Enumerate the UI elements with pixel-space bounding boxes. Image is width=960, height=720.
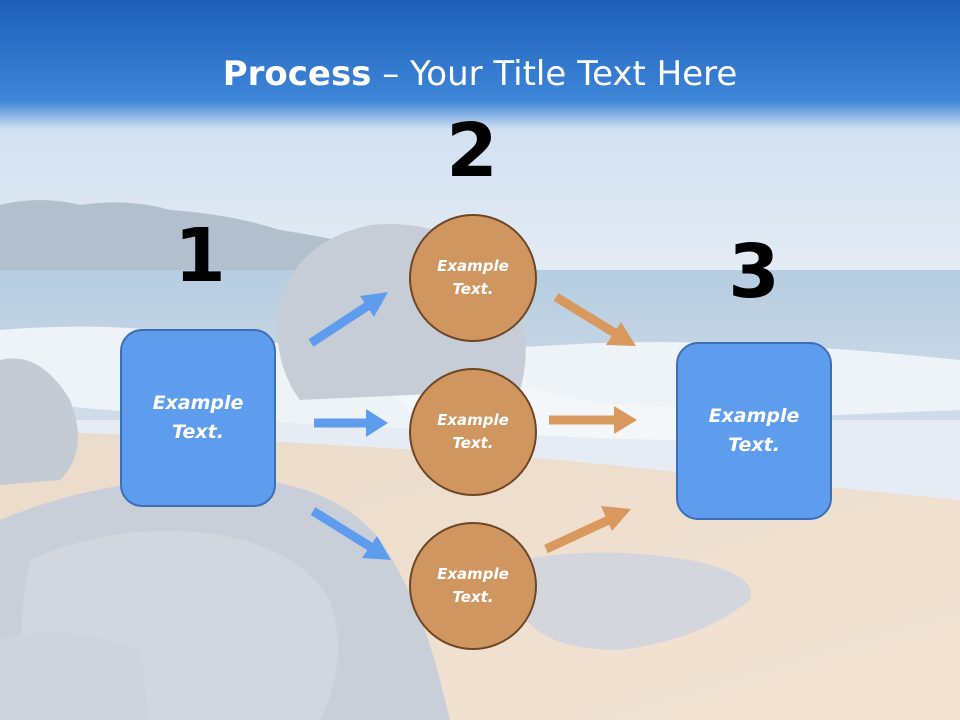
step-3-number: 3 [728, 229, 780, 315]
step-2-text-middle: Example Text. [437, 411, 509, 452]
step-2-circle-bottom: Example Text. [409, 522, 537, 650]
step-1-text: Example Text. [152, 392, 244, 443]
step-3-box: Example Text. [676, 342, 832, 520]
step-2-text-bottom: Example Text. [437, 565, 509, 606]
arrow-tan-up [544, 506, 631, 554]
step-2-circle-middle: Example Text. [409, 368, 537, 496]
step-2-number: 2 [446, 108, 498, 194]
step-2-text-top: Example Text. [437, 257, 509, 298]
step-2-circle-top: Example Text. [409, 214, 537, 342]
slide-title: Process – Your Title Text Here [0, 52, 960, 96]
arrow-tan-middle [549, 406, 637, 434]
arrow-blue-middle [314, 409, 388, 437]
arrow-blue-up [308, 292, 388, 347]
arrow-tan-down [553, 293, 636, 346]
title-rest: – Your Title Text Here [371, 54, 738, 94]
step-1-box: Example Text. [120, 329, 276, 507]
step-1-number: 1 [174, 213, 226, 299]
arrow-blue-down [310, 507, 391, 560]
title-bold: Process [222, 54, 372, 94]
step-3-text: Example Text. [708, 405, 800, 456]
